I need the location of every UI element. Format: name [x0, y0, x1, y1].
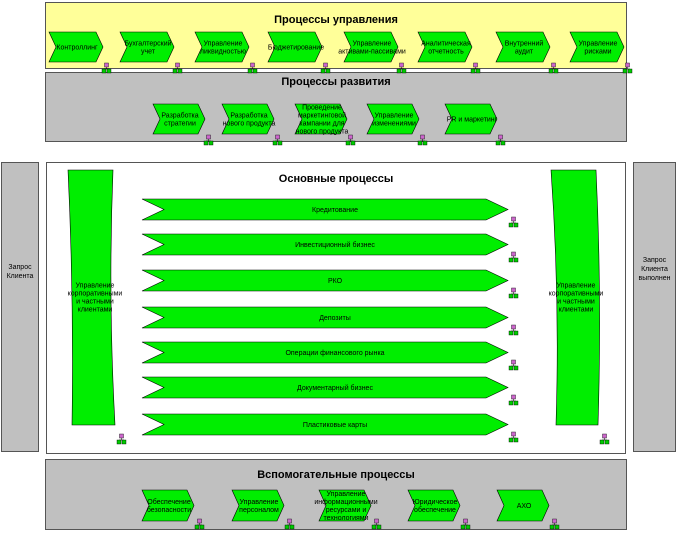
core-process-label: Депозиты	[319, 315, 351, 322]
development-process[interactable]	[366, 103, 420, 135]
client-management-right[interactable]	[550, 169, 600, 426]
development-process-label: PR и маркетинг	[447, 116, 498, 123]
management-process-label: Контроллинг	[56, 44, 98, 51]
connector-icon	[101, 62, 112, 74]
connector-icon	[284, 518, 295, 530]
client-request-done-panel: Запрос Клиента выполнен	[633, 162, 676, 452]
client-request-done-label: Запрос Клиента выполнен	[638, 257, 671, 282]
core-title: Основные процессы	[278, 173, 394, 185]
management-process[interactable]	[569, 31, 625, 63]
connector-icon	[549, 518, 560, 530]
connector-icon	[622, 62, 633, 74]
support-title: Вспомогательные процессы	[257, 469, 415, 481]
support-process[interactable]	[231, 489, 285, 522]
management-process[interactable]	[48, 31, 104, 63]
development-process[interactable]	[221, 103, 275, 135]
management-process[interactable]	[343, 31, 399, 63]
management-process[interactable]	[495, 31, 551, 63]
core-process-label: Документарный бизнес	[297, 384, 373, 392]
support-process[interactable]	[318, 489, 372, 522]
connector-icon	[548, 62, 559, 74]
connector-icon	[194, 518, 205, 530]
client-request-panel: Запрос Клиента	[1, 162, 39, 452]
connector-icon	[417, 134, 428, 146]
connector-icon	[247, 62, 258, 74]
management-process[interactable]	[267, 31, 323, 63]
core-process[interactable]	[141, 376, 509, 399]
support-process[interactable]	[407, 489, 461, 522]
connector-icon	[599, 433, 610, 445]
development-title: Процессы развития	[281, 76, 391, 88]
core-process-label: РКО	[328, 278, 343, 285]
core-process-label: Пластиковые карты	[303, 422, 367, 429]
connector-icon	[508, 324, 519, 336]
connector-icon	[116, 433, 127, 445]
management-process[interactable]	[194, 31, 250, 63]
connector-icon	[371, 518, 382, 530]
client-request-label: Запрос Клиента	[6, 264, 34, 280]
connector-icon	[203, 134, 214, 146]
connector-icon	[345, 134, 356, 146]
core-process-label: Операции финансового рынка	[285, 350, 384, 357]
connector-icon	[396, 62, 407, 74]
connector-icon	[508, 216, 519, 228]
core-process-label: Инвестиционный бизнес	[295, 241, 375, 249]
connector-icon	[172, 62, 183, 74]
connector-icon	[508, 431, 519, 443]
management-title: Процессы управления	[274, 14, 398, 26]
development-process[interactable]	[152, 103, 206, 135]
development-process[interactable]	[294, 103, 348, 135]
support-process-label: АХО	[517, 503, 532, 510]
management-process-label: Бюджетирование	[268, 44, 324, 51]
client-management-left[interactable]	[67, 169, 116, 426]
core-process[interactable]	[141, 233, 509, 256]
management-process[interactable]	[119, 31, 175, 63]
support-process[interactable]	[496, 489, 550, 522]
core-process[interactable]	[141, 306, 509, 329]
connector-icon	[508, 287, 519, 299]
connector-icon	[508, 359, 519, 371]
core-process[interactable]	[141, 413, 509, 436]
support-process[interactable]	[141, 489, 195, 522]
core-process-label: Кредитование	[312, 207, 358, 214]
connector-icon	[320, 62, 331, 74]
connector-icon	[508, 251, 519, 263]
connector-icon	[470, 62, 481, 74]
connector-icon	[272, 134, 283, 146]
core-process[interactable]	[141, 341, 509, 364]
core-process[interactable]	[141, 269, 509, 292]
management-process[interactable]	[417, 31, 473, 63]
development-process[interactable]	[444, 103, 498, 135]
core-process[interactable]	[141, 198, 509, 221]
connector-icon	[460, 518, 471, 530]
connector-icon	[508, 394, 519, 406]
connector-icon	[495, 134, 506, 146]
